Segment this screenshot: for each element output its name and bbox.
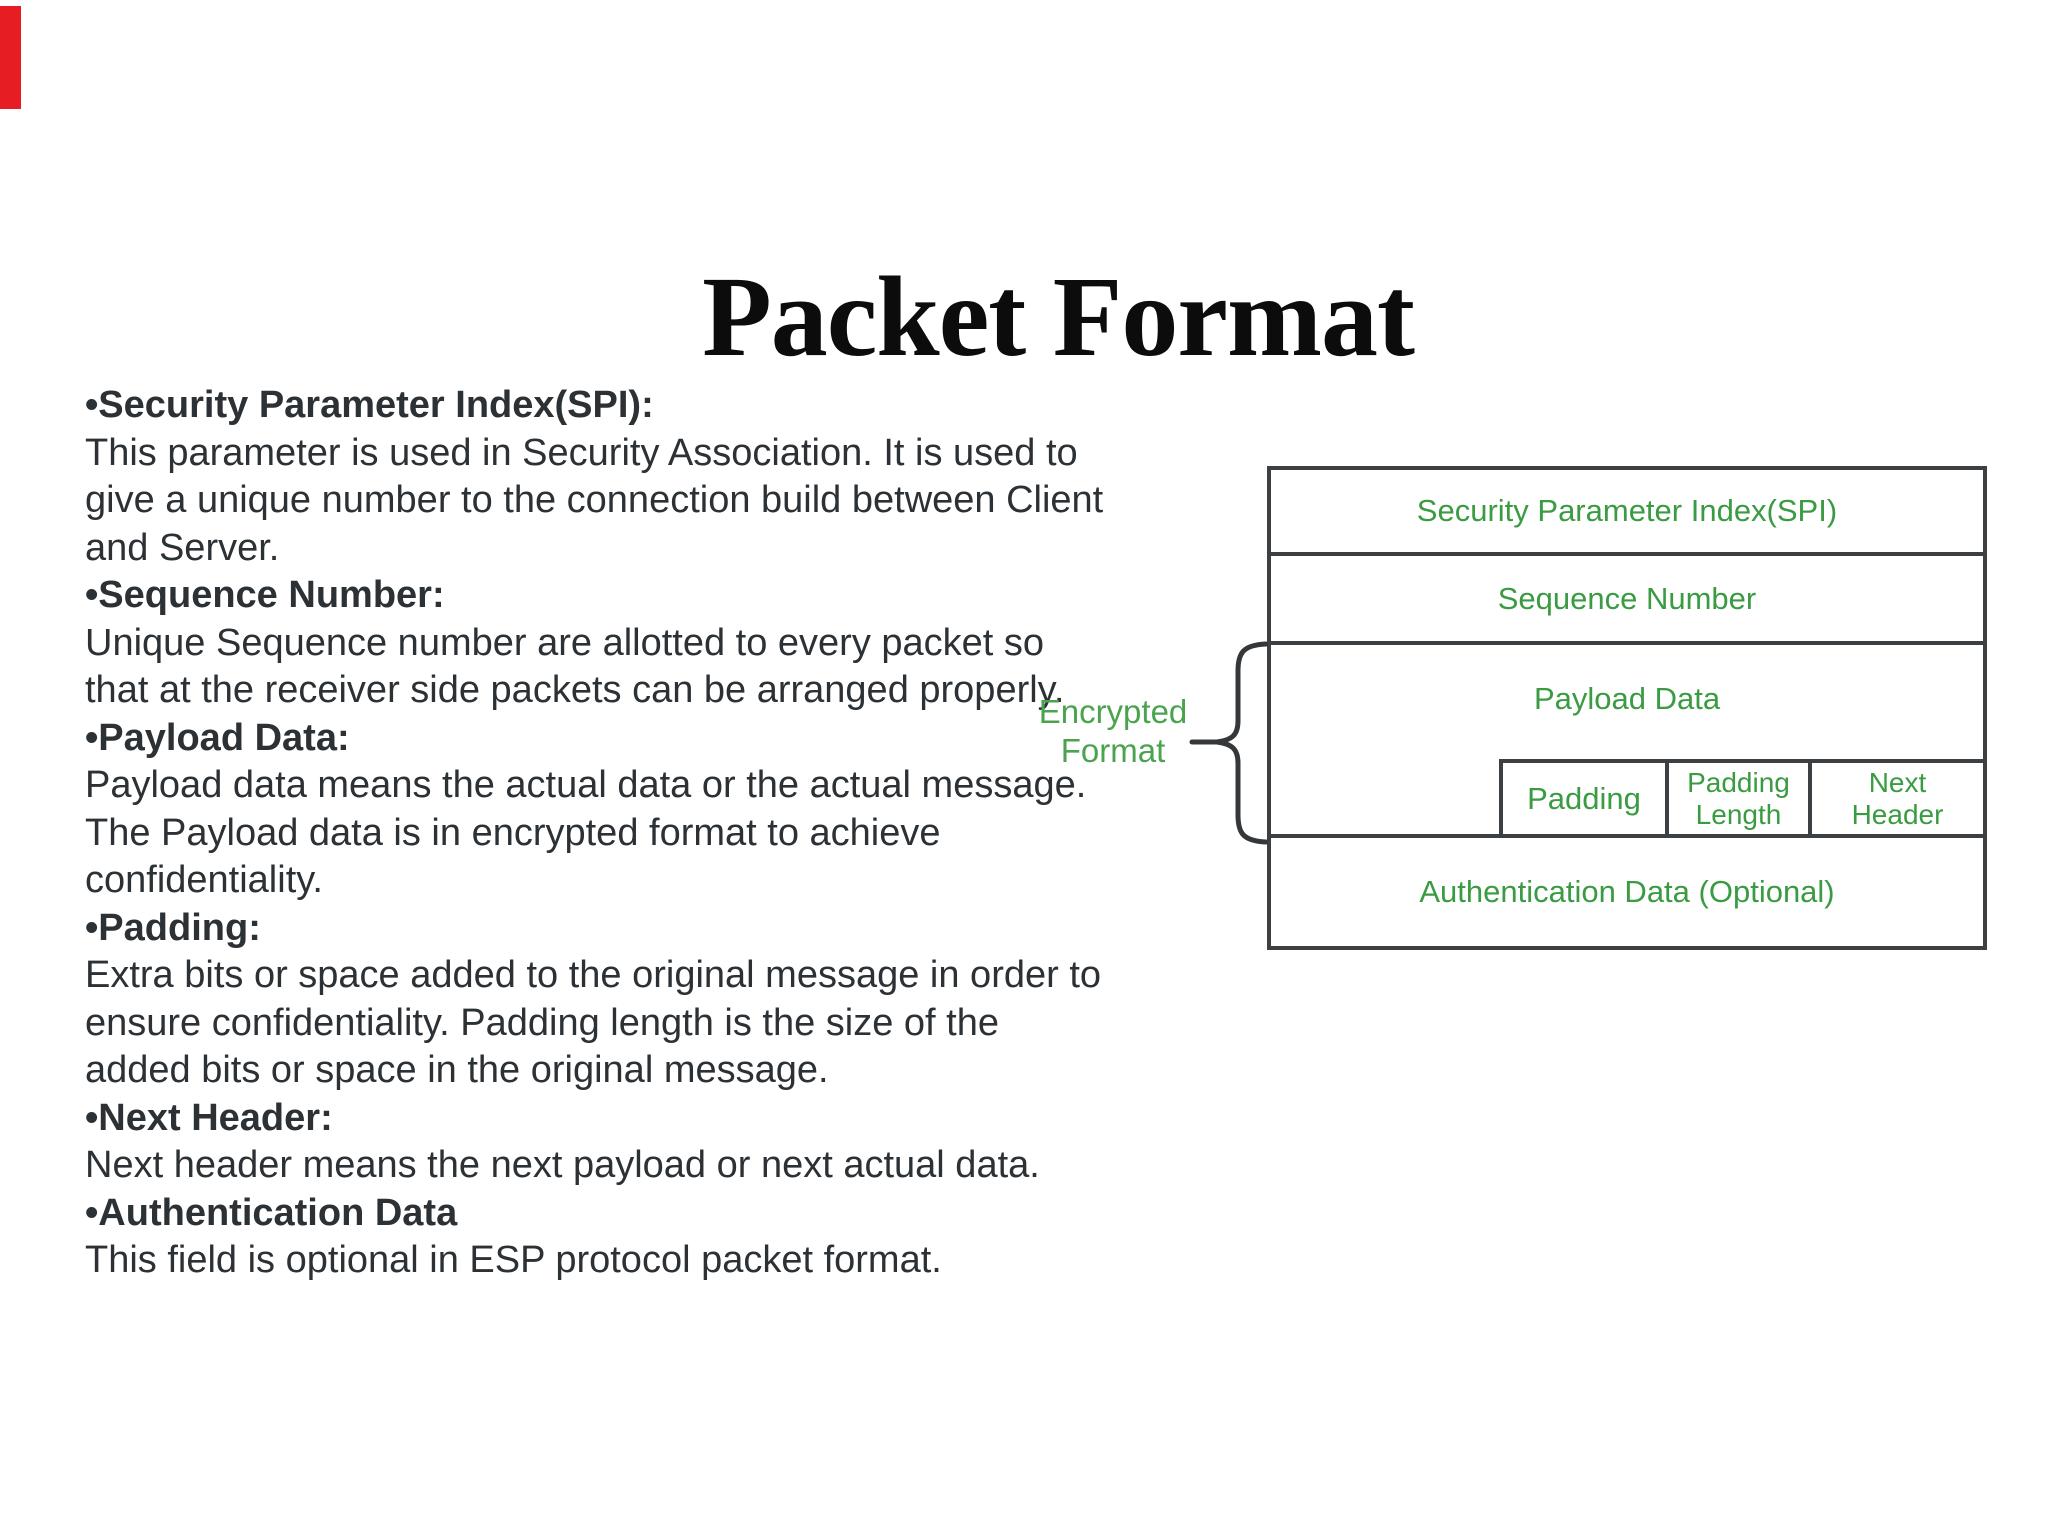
section-heading: •Payload Data:	[85, 716, 350, 759]
section-body: This parameter is used in Security Assoc…	[85, 431, 1104, 569]
section-next-header: •Next Header: Next header means the next…	[85, 1095, 1255, 1190]
section-authentication-data: •Authentication Data This field is optio…	[85, 1190, 1255, 1285]
definitions-text: •Security Parameter Index(SPI): This par…	[85, 382, 1255, 1285]
section-body: Payload data means the actual data or th…	[85, 764, 1087, 901]
section-body: Extra bits or space added to the origina…	[85, 954, 1102, 1091]
diagram-trailer-row: Padding Padding Length Next Header	[1499, 759, 1983, 834]
section-body: Next header means the next payload or ne…	[85, 1144, 1040, 1186]
section-heading: •Next Header:	[85, 1096, 333, 1139]
diagram-row-spi: Security Parameter Index(SPI)	[1271, 470, 1983, 556]
section-heading: •Authentication Data	[85, 1191, 458, 1234]
diagram-cell-next-header: Next Header	[1808, 763, 1983, 834]
packet-format-diagram: Security Parameter Index(SPI) Sequence N…	[1267, 466, 1987, 950]
section-spi: •Security Parameter Index(SPI): This par…	[85, 382, 1255, 572]
red-accent-bar	[0, 6, 21, 109]
section-body: Unique Sequence number are allotted to e…	[85, 621, 1065, 712]
diagram-cell-padding: Padding	[1527, 780, 1641, 816]
curly-brace-icon	[1189, 641, 1268, 845]
section-padding: •Padding: Extra bits or space added to t…	[85, 905, 1255, 1095]
section-sequence-number: •Sequence Number: Unique Sequence number…	[85, 572, 1255, 715]
section-heading: •Security Parameter Index(SPI):	[85, 384, 654, 426]
diagram-row-authentication-data: Authentication Data (Optional)	[1271, 834, 1983, 946]
encrypted-format-label: Encrypted Format	[1038, 693, 1188, 769]
diagram-row-sequence-number: Sequence Number	[1271, 556, 1983, 645]
section-heading: •Padding:	[85, 906, 261, 949]
section-heading: •Sequence Number:	[85, 574, 445, 616]
page-title: Packet Format	[702, 253, 1415, 381]
diagram-cell-padding-length: Padding Length	[1665, 763, 1808, 834]
section-body: This field is optional in ESP protocol p…	[85, 1239, 942, 1281]
diagram-row-payload-data: Payload Data	[1533, 681, 1721, 716]
section-payload-data: •Payload Data: Payload data means the ac…	[85, 715, 1255, 905]
